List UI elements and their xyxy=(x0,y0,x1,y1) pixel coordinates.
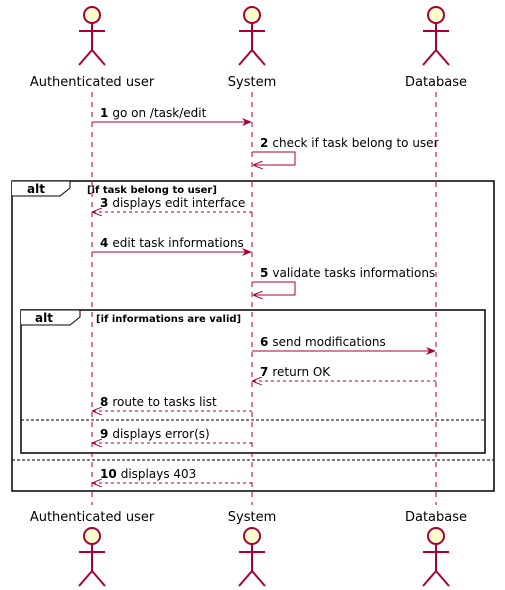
message-number: 8 xyxy=(100,395,108,409)
actor-label-database: Database xyxy=(405,510,467,525)
alt-frame-outer: alt [if task belong to user] xyxy=(11,180,495,492)
message-text: validate tasks informations xyxy=(272,266,435,280)
message-text: go on /task/edit xyxy=(112,106,206,120)
message-9: 9 displays error(s) xyxy=(93,427,252,443)
actor-database-top: Database xyxy=(405,6,467,90)
alt-frame-outer-condition: [if task belong to user] xyxy=(87,185,217,196)
message-label: 6 send modifications xyxy=(260,335,386,349)
message-number: 10 xyxy=(100,467,117,481)
actor-icon xyxy=(78,6,106,66)
actor-label-user: Authenticated user xyxy=(30,510,155,525)
message-number: 2 xyxy=(260,136,268,150)
message-label: 5 validate tasks informations xyxy=(260,266,435,280)
message-8: 8 route to tasks list xyxy=(93,395,252,411)
actor-icon xyxy=(78,527,106,587)
message-text: send modifications xyxy=(272,335,385,349)
message-3: 3 displays edit interface xyxy=(93,196,252,212)
actor-icon xyxy=(422,6,450,66)
message-1: 1 go on /task/edit xyxy=(92,106,252,126)
message-5: 5 validate tasks informations xyxy=(252,266,435,295)
actor-icon xyxy=(238,527,266,587)
message-arrow xyxy=(252,151,296,165)
message-label: 4 edit task informations xyxy=(100,236,244,250)
message-text: edit task informations xyxy=(112,236,243,250)
actor-system-top: System xyxy=(228,6,276,90)
message-number: 5 xyxy=(260,266,268,280)
message-label: 2 check if task belong to user xyxy=(260,136,439,150)
actor-system-bottom: System xyxy=(228,510,276,587)
actor-icon xyxy=(422,527,450,587)
message-4: 4 edit task informations xyxy=(92,236,252,256)
alt-frame-inner-condition: [if informations are valid] xyxy=(96,314,241,325)
actor-label-system: System xyxy=(228,75,276,90)
message-number: 7 xyxy=(260,365,268,379)
message-6: 6 send modifications xyxy=(252,335,436,355)
message-label: 8 route to tasks list xyxy=(100,395,217,409)
message-text: displays error(s) xyxy=(112,427,209,441)
actor-icon xyxy=(238,6,266,66)
message-number: 3 xyxy=(100,196,108,210)
message-number: 6 xyxy=(260,335,268,349)
message-10: 10 displays 403 xyxy=(93,467,252,483)
actor-user-top: Authenticated user xyxy=(30,6,155,90)
actor-label-system: System xyxy=(228,510,276,525)
messages: 1 go on /task/edit 2 check if task belong t… xyxy=(92,106,439,483)
message-number: 4 xyxy=(100,236,108,250)
message-number: 1 xyxy=(100,106,108,120)
message-text: check if task belong to user xyxy=(272,136,438,150)
message-label: 3 displays edit interface xyxy=(100,196,245,210)
actor-label-user: Authenticated user xyxy=(30,75,155,90)
message-arrow xyxy=(252,281,296,295)
message-label: 7 return OK xyxy=(260,365,331,379)
message-label: 1 go on /task/edit xyxy=(100,106,207,120)
message-text: displays 403 xyxy=(121,467,197,481)
message-2: 2 check if task belong to user xyxy=(252,136,439,165)
message-text: return OK xyxy=(272,365,331,379)
alt-frame-inner: alt [if informations are valid] xyxy=(20,309,486,454)
actor-user-bottom: Authenticated user xyxy=(30,510,155,587)
actor-label-database: Database xyxy=(405,75,467,90)
message-7: 7 return OK xyxy=(253,365,436,381)
message-text: displays edit interface xyxy=(112,196,245,210)
alt-frame-inner-keyword: alt xyxy=(35,311,53,325)
message-text: route to tasks list xyxy=(112,395,217,409)
message-label: 9 displays error(s) xyxy=(100,427,210,441)
message-number: 9 xyxy=(100,427,108,441)
actor-database-bottom: Database xyxy=(405,510,467,587)
alt-frame-outer-keyword: alt xyxy=(27,182,45,196)
message-label: 10 displays 403 xyxy=(100,467,196,481)
